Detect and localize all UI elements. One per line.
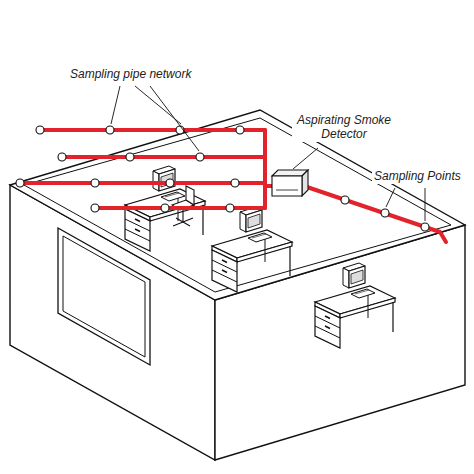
callout-label: Aspirating Smoke Detector (292, 112, 396, 142)
callout-label: Sampling Points (372, 168, 463, 184)
callout-label: Sampling pipe network (68, 66, 193, 82)
